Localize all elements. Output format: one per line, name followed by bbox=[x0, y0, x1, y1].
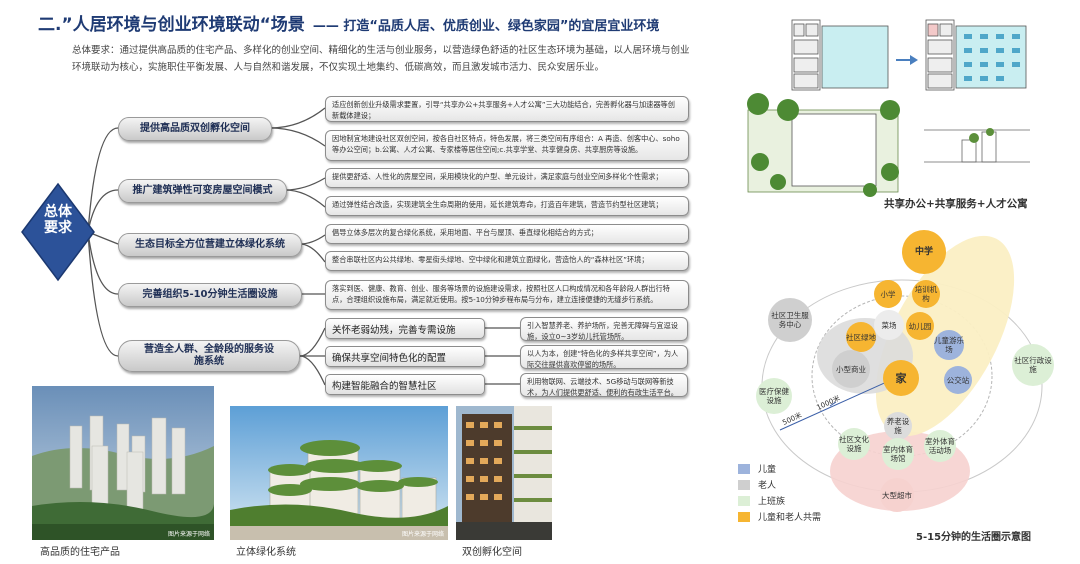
item-5-sub-1: 关怀老弱幼残，完善专需设施 bbox=[325, 318, 485, 339]
photo-watermark-2: 图片来源于网络 bbox=[401, 531, 444, 538]
item-2-detail-2: 通过弹性结合改造，实现建筑全生命周期的使用，延长建筑寿命，打造百年建筑，营造节约… bbox=[325, 196, 689, 216]
item-1-detail-2: 因地制宜地建设社区双创空间，按各自社区特点，特色发展，将三类空间有序组合：A 再… bbox=[325, 130, 689, 161]
page-subtitle: —— 打造“品质人居、优质创业、绿色家园”的宜居宜业环境 bbox=[312, 19, 660, 34]
photo-vertical-greening: 图片来源于网络 bbox=[230, 406, 448, 540]
node-market: 菜场 bbox=[874, 310, 904, 340]
photo-incubation-space bbox=[456, 406, 552, 540]
item-2-detail-1: 提供更舒适、人性化的房屋空间，采用模块化的户型、单元设计，满足家庭与创业空间多样… bbox=[325, 168, 689, 188]
intro-paragraph: 总体要求：通过提供高品质的住宅产品、多样化的创业空间、精细化的生活与创业服务，以… bbox=[72, 45, 690, 73]
node-elderly: 养老设施 bbox=[884, 412, 912, 440]
legend-label-workers: 上班族 bbox=[758, 497, 786, 507]
photo-watermark-1: 图片来源于网络 bbox=[167, 531, 210, 538]
item-3-detail-1: 倡导立体多层次的复合绿化系统，采用地面、平台与屋顶、垂直绿化相结合的方式； bbox=[325, 224, 689, 244]
node-supermarket: 大型超市 bbox=[880, 478, 914, 512]
legend-swatch-elderly bbox=[738, 479, 750, 490]
legend-workers: 上班族 bbox=[738, 494, 785, 507]
legend-children: 儿童 bbox=[738, 462, 776, 475]
page-title-text: 二.”人居环境与创业环境联动“场景 bbox=[38, 15, 305, 35]
photo-caption-2: 立体绿化系统 bbox=[236, 547, 296, 558]
node-middle-school: 中学 bbox=[902, 230, 946, 274]
photo-caption-3: 双创孵化空间 bbox=[462, 547, 522, 558]
legend-shared: 儿童和老人共需 bbox=[738, 510, 821, 523]
node-culture: 社区文化设施 bbox=[838, 428, 870, 460]
node-small-commerce: 小型商业 bbox=[832, 350, 870, 388]
node-children-play: 儿童游乐场 bbox=[934, 330, 964, 360]
node-kindergarten: 幼儿园 bbox=[906, 312, 934, 340]
item-5-sub-3: 构建智能融合的智慧社区 bbox=[325, 374, 485, 395]
photo-residential: 图片来源于网络 bbox=[32, 386, 214, 540]
item-5-sub-2-detail: 以人为本，创建“特色化的多样共享空间”，为人际交往提供喜欢停留的场所。 bbox=[520, 345, 688, 369]
photo-caption-1: 高品质的住宅产品 bbox=[40, 547, 120, 558]
floor-plans-diagram bbox=[747, 19, 1030, 197]
residential-towers-image bbox=[32, 386, 214, 540]
item-3-detail-2: 整合串联社区内公共绿地、零星街头绿地、空中绿化和建筑立面绿化，营造怡人的“森林社… bbox=[325, 251, 689, 271]
vertical-greening-image bbox=[230, 406, 448, 540]
mindmap-connectors bbox=[21, 107, 520, 386]
node-home: 家 bbox=[883, 360, 919, 396]
node-bus-station: 公交站 bbox=[944, 366, 972, 394]
page-title: 二.”人居环境与创业环境联动“场景 —— 打造“品质人居、优质创业、绿色家园”的宜… bbox=[38, 10, 659, 35]
node-training: 培训机构 bbox=[912, 280, 940, 308]
node-medical-care: 医疗保健设施 bbox=[756, 378, 792, 414]
item-5-sub-1-detail: 引入智慧养老、养护场所，完善无障碍与宜逗设施，设立0~3岁幼儿托管场所。 bbox=[520, 317, 688, 341]
legend-swatch-children bbox=[738, 463, 750, 474]
node-primary-school: 小学 bbox=[874, 280, 902, 308]
item-header-3: 生态目标全方位营建立体绿化系统 bbox=[118, 233, 302, 257]
item-4-detail-1: 落实到医、健康、教育、创业、服务等场景的设施建设需求，按照社区人口构成情况和各年… bbox=[325, 280, 689, 310]
legend-elderly: 老人 bbox=[738, 478, 776, 491]
center-label: 总体要求 bbox=[44, 204, 72, 236]
item-5-sub-3-detail: 利用物联网、云端技术、5G移动与联网等新技术，为人们提供更舒适、便利的有政生活平… bbox=[520, 373, 688, 397]
legend-label-elderly: 老人 bbox=[758, 481, 777, 491]
node-community-green: 社区绿地 bbox=[846, 322, 876, 352]
item-header-4: 完善组织5-10分钟生活圈设施 bbox=[118, 283, 302, 307]
item-header-5: 营造全人群、全龄段的服务设施系统 bbox=[118, 340, 300, 372]
node-health-center: 社区卫生服务中心 bbox=[768, 298, 812, 342]
legend-swatch-workers bbox=[738, 495, 750, 506]
life-circle-caption: 5-15分钟的生活圈示意图 bbox=[916, 532, 1032, 543]
incubation-building-image bbox=[456, 406, 552, 540]
item-5-sub-2: 确保共享空间特色化的配置 bbox=[325, 346, 485, 367]
legend-swatch-shared bbox=[738, 511, 750, 522]
item-header-1: 提供高品质双创孵化空间 bbox=[118, 117, 272, 141]
legend-label-children: 儿童 bbox=[758, 465, 777, 475]
node-indoor-sports: 室内体育场馆 bbox=[882, 438, 914, 470]
item-1-detail-1: 适应创新创业升级需求要置，引导“共享办公+共享服务+人才公寓”三大功能结合，完善… bbox=[325, 96, 689, 122]
plans-caption: 共享办公+共享服务+人才公寓 bbox=[884, 198, 1028, 210]
node-admin: 社区行政设施 bbox=[1012, 344, 1054, 386]
item-header-2: 推广建筑弹性可变房屋空间模式 bbox=[118, 179, 287, 203]
node-outdoor-sports: 室外体育活动场 bbox=[924, 430, 956, 462]
legend-label-shared: 儿童和老人共需 bbox=[758, 513, 822, 523]
